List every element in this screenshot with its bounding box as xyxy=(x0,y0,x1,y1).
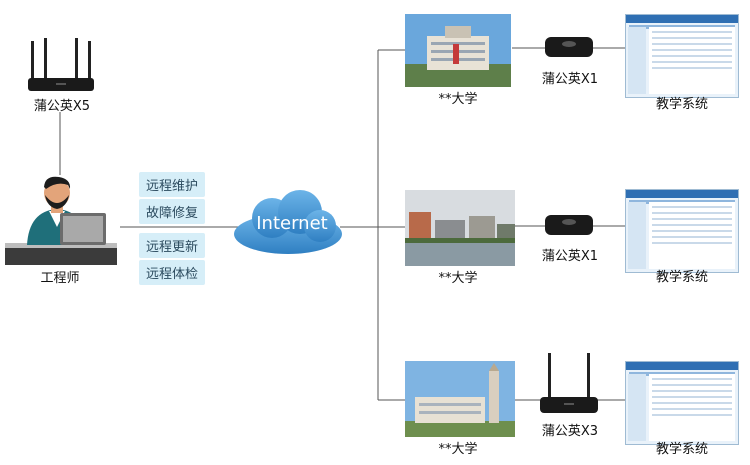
engineer-label: 工程师 xyxy=(40,271,80,286)
campus-photo-2 xyxy=(405,190,515,266)
campus-label-2: **大学 xyxy=(438,271,478,286)
router-x3-icon xyxy=(540,353,598,417)
teaching-system-screen-3 xyxy=(625,361,739,445)
campus-label-3: **大学 xyxy=(438,442,478,457)
router-x5-icon xyxy=(28,38,94,94)
engineer-icon xyxy=(5,175,117,267)
service-tag-remote-checkup: 远程体检 xyxy=(139,260,206,285)
campus-photo-3 xyxy=(405,361,515,437)
campus-photo-1 xyxy=(405,14,511,87)
teaching-system-screen-1 xyxy=(625,14,739,98)
system-label-1: 教学系统 xyxy=(655,97,708,112)
internet-label: Internet xyxy=(256,213,328,234)
system-label-2: 教学系统 xyxy=(655,270,708,285)
router-x1-icon xyxy=(543,34,595,60)
service-tag-remote-maintenance: 远程维护 xyxy=(139,172,206,197)
device-label-1: 蒲公英X1 xyxy=(541,72,599,87)
service-tag-remote-update: 远程更新 xyxy=(139,233,206,258)
service-tag-fault-repair: 故障修复 xyxy=(139,199,206,224)
router-x1-icon xyxy=(543,212,595,238)
campus-label-1: **大学 xyxy=(438,92,478,107)
device-label-3: 蒲公英X3 xyxy=(541,424,599,439)
device-label-2: 蒲公英X1 xyxy=(541,249,599,264)
system-label-3: 教学系统 xyxy=(655,442,708,457)
router-x5-label: 蒲公英X5 xyxy=(33,99,91,114)
teaching-system-screen-2 xyxy=(625,189,739,273)
internet-cloud-icon xyxy=(232,188,344,256)
